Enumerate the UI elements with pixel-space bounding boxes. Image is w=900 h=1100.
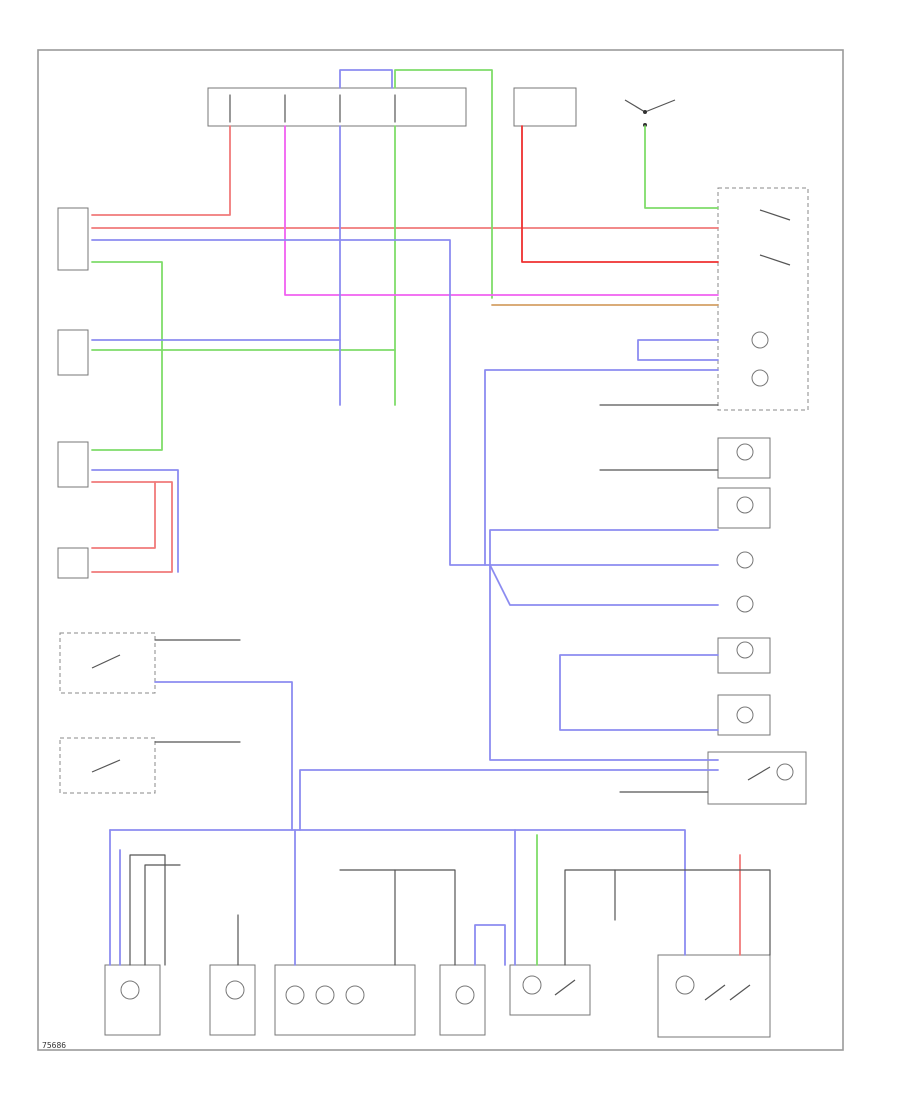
green-wires [91,69,719,966]
right-lamp-column [707,437,807,805]
light-switch [717,187,809,411]
ignition-switch [624,99,676,127]
fuse-block-right [513,87,577,127]
switches-left [59,632,156,794]
left-modules [57,207,89,579]
fuse-block-top [207,87,467,127]
red-wires [91,125,741,956]
blue-wires [91,69,719,966]
pink-wires [284,125,719,296]
bottom-components [104,954,771,1038]
diagram-code: 75686 [42,1041,66,1050]
diagram-frame [37,49,844,1051]
black-wires [129,404,771,966]
